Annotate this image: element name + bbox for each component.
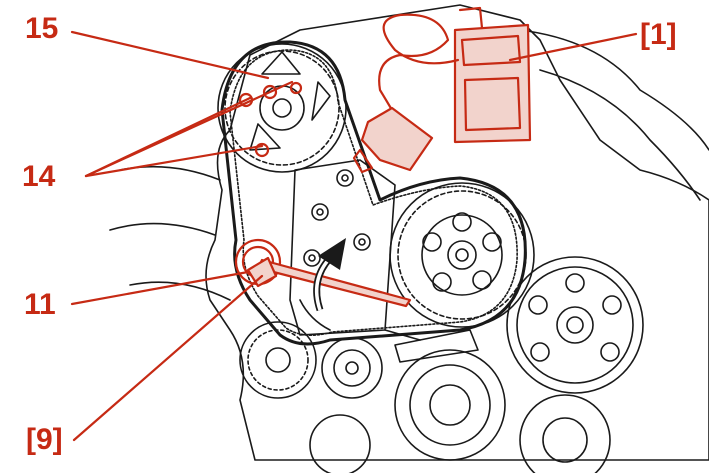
tension-bracket: [394, 329, 479, 363]
leader-9: [72, 274, 264, 442]
left-engine-contour: [109, 165, 231, 301]
callout-1: [1]: [640, 18, 677, 51]
rotation-arrow: [313, 238, 346, 312]
tensioner-tool: [234, 238, 412, 308]
right-engine-cover: [519, 29, 709, 151]
callout-15: 15: [25, 12, 59, 45]
crank-frame: [299, 299, 421, 341]
highlighted-tools: [234, 6, 532, 308]
lower-pulleys: [239, 321, 611, 473]
tension-gauge-tool: [352, 6, 532, 174]
engine-line-art: [109, 4, 709, 473]
leader-14-c: [84, 144, 264, 178]
engine-casing: [205, 4, 709, 461]
leader-1: [508, 32, 638, 62]
cam-locking-pins: [238, 81, 303, 158]
pump-sprocket: [389, 182, 535, 328]
right-pulley: [506, 256, 644, 394]
leader-lines: [70, 30, 638, 442]
leader-14-b: [84, 80, 294, 178]
cover-ridge: [539, 69, 701, 201]
timing-belt-inner: [229, 49, 518, 336]
callout-14: 14: [22, 160, 56, 193]
leader-15: [70, 30, 270, 80]
callout-9: [9]: [26, 423, 63, 456]
arrow-head: [318, 238, 346, 270]
callout-11: 11: [24, 288, 56, 321]
leader-11: [70, 270, 250, 306]
